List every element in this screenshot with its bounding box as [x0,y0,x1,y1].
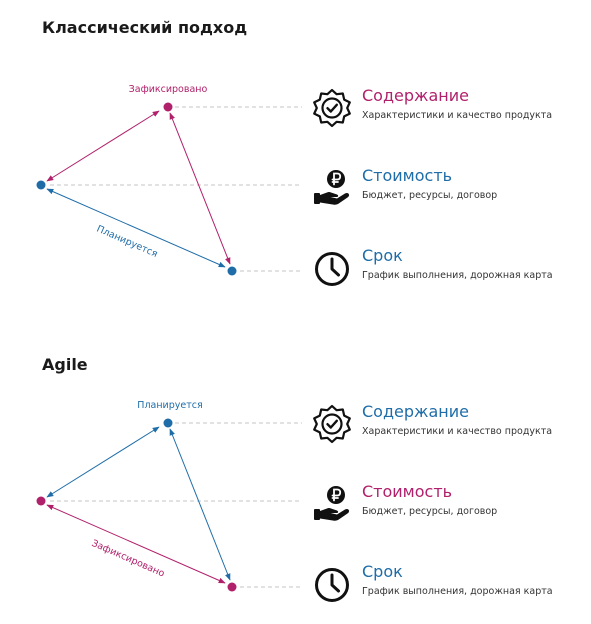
agile-edge-left-bottom [46,504,226,584]
agile-content-sub: Характеристики и качество продукта [362,426,553,437]
clock-icon [315,252,349,286]
agile-edge-top-bottom [169,428,231,581]
classic-vertex-bottom [227,266,237,276]
classic-row-content: Содержание Характеристики и качество про… [312,86,552,128]
classic-edge-left-bottom [46,188,226,268]
agile-vertex-bottom [227,582,237,592]
agile-deadline-heading: Срок [362,562,403,581]
classic-content-sub: Характеристики и качество продукта [362,110,553,121]
classic-vertex-top [163,102,173,112]
agile-top-label: Планируется [137,400,202,411]
agile-row-cost: Стоимость Бюджет, ресурсы, договор [312,482,497,524]
classic-cost-sub: Бюджет, ресурсы, договор [362,190,498,201]
classic-content-heading: Содержание [362,86,469,105]
classic-row-cost: Стоимость Бюджет, ресурсы, договор [312,166,497,208]
agile-content-heading: Содержание [362,402,469,421]
classic-bottom-edge-label: Планируется [95,224,159,260]
agile-cost-heading: Стоимость [362,482,453,501]
agile-deadline-sub: График выполнения, дорожная карта [362,586,553,597]
seal-check-icon [313,404,351,444]
classic-edge-top-left [46,110,160,182]
agile-vertex-top [163,418,173,428]
ruble-hand-icon [314,486,350,521]
agile-cost-sub: Бюджет, ресурсы, договор [362,506,498,517]
ruble-hand-icon [314,170,350,205]
agile-vertex-left [36,496,46,506]
classic-deadline-sub: График выполнения, дорожная карта [362,270,553,281]
clock-icon [315,568,349,602]
agile-edge-top-left [46,426,160,498]
agile-row-deadline: Срок График выполнения, дорожная карта [312,562,553,604]
classic-row-deadline: Срок График выполнения, дорожная карта [312,246,553,288]
agile-bottom-edge-label: Зафиксировано [90,538,167,580]
classic-vertex-left [36,180,46,190]
classic-deadline-heading: Срок [362,246,403,265]
section-title-classic: Классический подход [42,18,248,37]
classic-edge-top-bottom [169,112,231,265]
agile-diagram: Планируется Зафиксировано [36,400,302,592]
classic-top-label: Зафиксировано [129,84,208,95]
classic-diagram: Зафиксировано Планируется [36,84,302,276]
section-title-agile: Agile [42,355,88,374]
classic-cost-heading: Стоимость [362,166,453,185]
agile-row-content: Содержание Характеристики и качество про… [312,402,552,444]
seal-check-icon [313,88,351,128]
